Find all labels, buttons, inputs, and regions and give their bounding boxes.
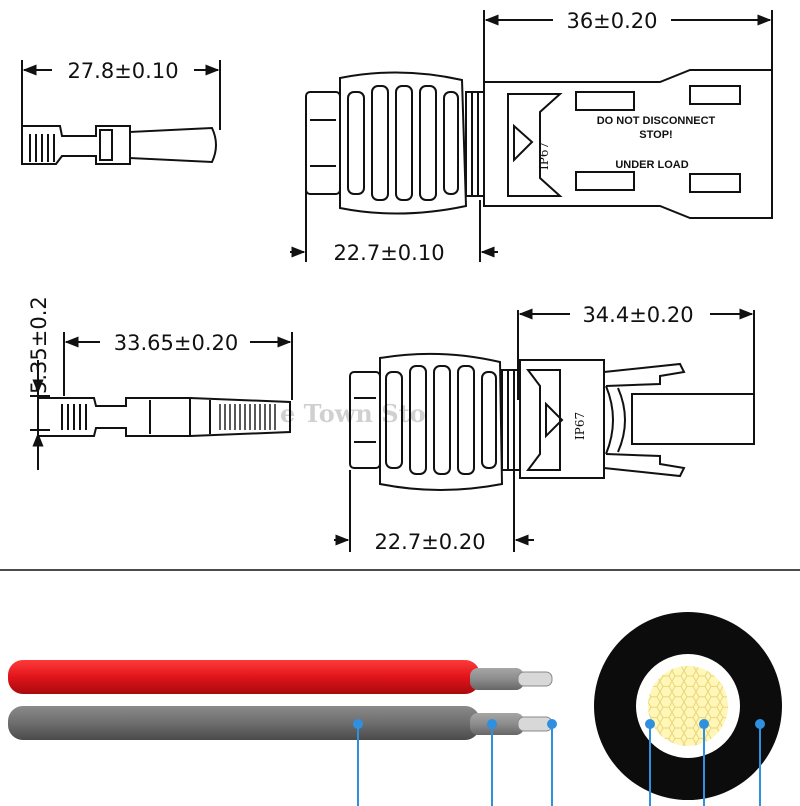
contact-spring-band [219, 404, 276, 430]
dim-22-7-top: 22.7±0.10 [333, 241, 444, 265]
warning-line-1: DO NOT DISCONNECT [597, 115, 716, 127]
dim-33-65: 33.65±0.20 [114, 331, 238, 355]
ip-rating-label: IP67 [537, 142, 551, 170]
cable-grey [8, 706, 553, 740]
connector-male [334, 308, 755, 552]
cable-red [8, 660, 553, 694]
dim-bg [100, 330, 250, 354]
watermark: e Town Sto [280, 399, 426, 428]
dim-bg [553, 8, 671, 32]
dim-36: 36±0.20 [566, 9, 657, 33]
warning-line-2: STOP! [639, 129, 672, 141]
contact-socket-female [30, 332, 293, 470]
dim-5-35: 5.35±0.2 [27, 296, 51, 394]
dim-bg [52, 58, 194, 82]
dim-34-4: 34.4±0.20 [582, 303, 693, 327]
cable-cross-section [594, 612, 782, 800]
dim-27-8: 27.8±0.10 [67, 59, 178, 83]
callouts [357, 724, 761, 806]
dim-bg [570, 302, 710, 326]
ip-rating-label: IP67 [573, 412, 587, 440]
callout-dots [353, 719, 765, 729]
dim-22-7-mid: 22.7±0.20 [374, 530, 485, 554]
connector-female [290, 10, 773, 262]
warning-line-3: UNDER LOAD [615, 159, 688, 171]
